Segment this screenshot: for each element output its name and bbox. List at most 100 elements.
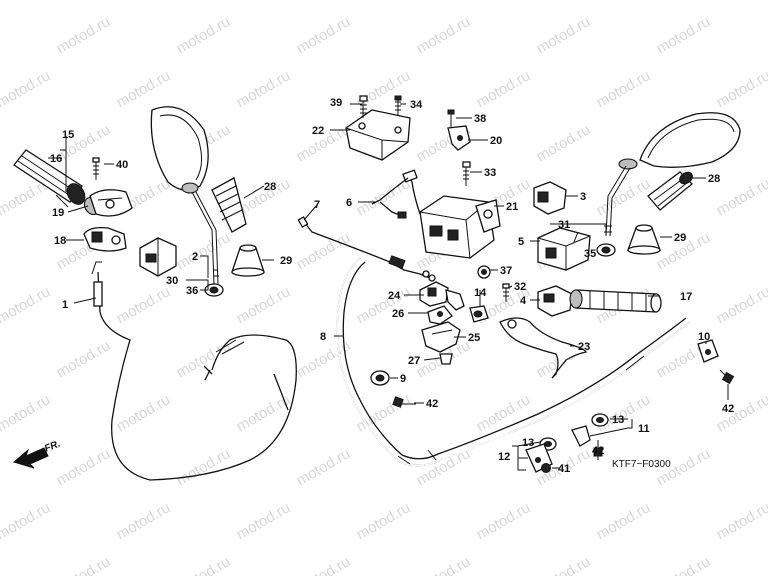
switch-wire (371, 169, 421, 219)
watermark-text: motod.ru (54, 337, 114, 381)
watermark-text: motod.ru (0, 283, 53, 327)
callout-23: 23 (578, 341, 590, 353)
watermark-text: motod.ru (114, 283, 174, 327)
watermark-text: motod.ru (0, 67, 53, 111)
screw-38 (447, 109, 455, 128)
brake-lever-23 (499, 317, 587, 379)
watermark-text: motod.ru (534, 13, 594, 57)
watermark-text: motod.ru (414, 13, 474, 57)
callout-9: 9 (400, 373, 406, 385)
watermark-text: motod.ru (714, 67, 768, 111)
callout-26: 26 (392, 308, 404, 320)
watermark-text: motod.ru (654, 553, 714, 576)
watermark-text: motod.ru (354, 391, 414, 435)
watermark-text: motod.ru (714, 175, 768, 219)
callout-29b: 29 (674, 232, 686, 244)
boot-28-left (211, 177, 247, 233)
watermark-text: motod.ru (354, 283, 414, 327)
watermark-text: motod.ru (54, 121, 114, 165)
watermark-text: motod.ru (594, 499, 654, 543)
watermark-text: motod.ru (234, 283, 294, 327)
watermark-text: motod.ru (654, 13, 714, 57)
watermark-text: motod.ru (114, 0, 174, 3)
watermark-text: motod.ru (234, 0, 294, 3)
callout-16: 16 (50, 153, 62, 165)
watermark-text: motod.ru (0, 391, 53, 435)
handlebar-switch-housing (419, 195, 501, 259)
callout-30: 30 (166, 275, 178, 287)
watermark-text: motod.ru (354, 0, 414, 3)
watermark-text: motod.ru (294, 445, 354, 489)
screw-40 (92, 157, 100, 180)
callout-13a: 13 (612, 414, 624, 426)
watermark-text: motod.ru (294, 13, 354, 57)
watermark-text: motod.ru (594, 0, 654, 3)
nut-35 (596, 243, 616, 257)
callout-28b: 28 (708, 173, 720, 185)
bracket-25 (421, 321, 461, 353)
screw-34 (394, 95, 402, 116)
callout-1: 1 (62, 299, 68, 311)
callout-22: 22 (312, 125, 324, 137)
watermark-text: motod.ru (54, 13, 114, 57)
watermark-text: motod.ru (414, 553, 474, 576)
front-arrow-label: FR. (43, 439, 62, 455)
clamp-20 (447, 125, 471, 151)
callout-36: 36 (186, 285, 198, 297)
left-switch (139, 237, 177, 277)
adjuster-10 (697, 339, 719, 363)
callout-4: 4 (520, 295, 527, 307)
callout-25: 25 (468, 332, 480, 344)
grommet-13a (591, 413, 609, 427)
watermark-text: motod.ru (0, 0, 53, 3)
bolt-42-center (392, 396, 416, 408)
watermark-text: motod.ru (174, 13, 234, 57)
callout-17: 17 (680, 291, 692, 303)
callout-15: 15 (62, 129, 74, 141)
right-switch (537, 285, 573, 317)
callout-42c: 42 (592, 445, 604, 457)
callout-2: 2 (192, 251, 198, 263)
callout-42b: 42 (722, 403, 734, 415)
nut-41 (541, 463, 551, 473)
callout-29a: 29 (280, 255, 292, 267)
switch-3 (533, 181, 567, 215)
front-arrow: FR. (12, 439, 62, 469)
watermark-text: motod.ru (474, 499, 534, 543)
callout-40: 40 (116, 159, 128, 171)
watermark-text: motod.ru (114, 67, 174, 111)
watermark-text: motod.ru (234, 391, 294, 435)
watermark-text: motod.ru (534, 553, 594, 576)
callout-41: 41 (558, 463, 570, 475)
callout-7: 7 (314, 199, 320, 211)
callout-28a: 28 (264, 181, 276, 193)
watermark-text: motod.ru (474, 0, 534, 3)
part-9 (370, 370, 390, 386)
nut-37 (477, 265, 491, 279)
boot-29-left (231, 244, 265, 277)
right-mirror (604, 112, 741, 237)
left-mirror (150, 106, 219, 285)
watermark-text: motod.ru (714, 283, 768, 327)
throttle-housing-lower (83, 226, 127, 252)
callout-34: 34 (410, 99, 423, 111)
watermark-text: motod.ru (234, 67, 294, 111)
callout-13b: 13 (522, 437, 534, 449)
watermark-text: motod.ru (174, 445, 234, 489)
watermark-text: motod.ru (714, 0, 768, 3)
callout-42a: 42 (426, 398, 438, 410)
callout-37: 37 (500, 265, 512, 277)
boot-29-right (627, 224, 661, 255)
switch-24 (419, 281, 465, 311)
callout-3: 3 (580, 191, 586, 203)
rear-brake-cable-left (91, 261, 297, 481)
bracket-11 (571, 425, 591, 447)
callout-38: 38 (474, 113, 486, 125)
screw-27 (439, 353, 453, 365)
switch-5 (537, 227, 591, 271)
watermark-text: motod.ru (174, 337, 234, 381)
callout-14: 14 (474, 287, 487, 299)
callout-18: 18 (54, 235, 66, 247)
